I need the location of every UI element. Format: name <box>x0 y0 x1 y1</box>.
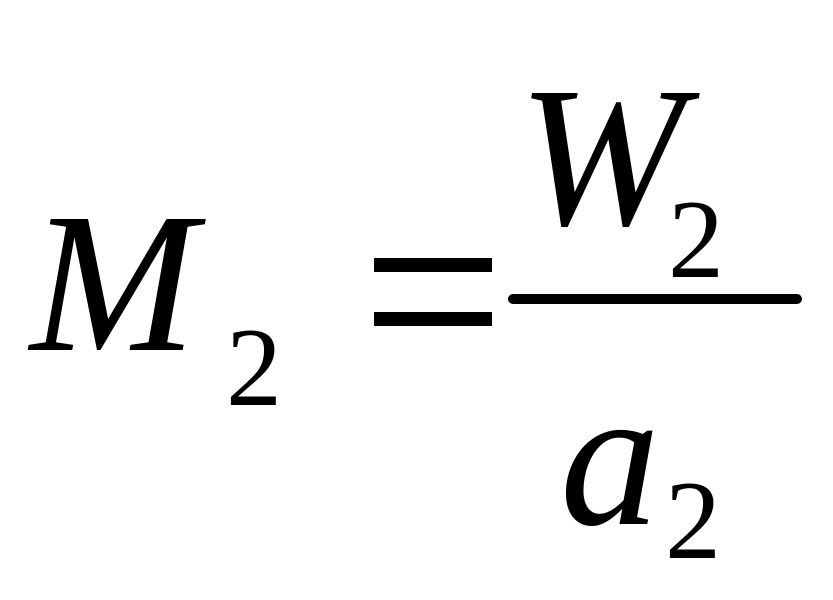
numerator-subscript: 2 <box>668 178 724 302</box>
lhs-subscript: 2 <box>226 306 282 430</box>
denominator-variable: a <box>560 347 660 568</box>
lhs-variable: M <box>30 173 197 394</box>
fraction-bar <box>508 294 802 304</box>
numerator-variable: W <box>518 47 685 268</box>
equals-top-stroke <box>374 258 492 272</box>
equals-bottom-stroke <box>374 312 492 326</box>
denominator-subscript: 2 <box>665 459 721 583</box>
